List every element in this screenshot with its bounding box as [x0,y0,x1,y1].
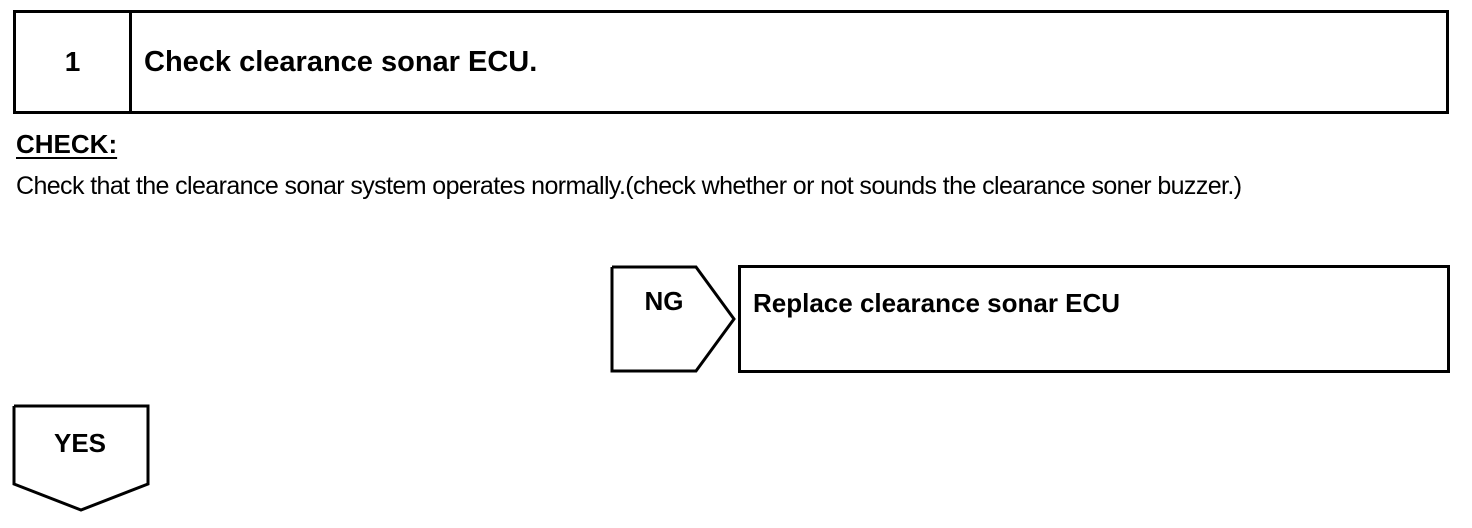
step-number: 1 [16,13,132,111]
ng-result-box: Replace clearance sonar ECU [738,265,1450,373]
check-instructions: Check that the clearance sonar system op… [16,172,1242,200]
ng-label: NG [644,286,684,316]
ng-result-text: Replace clearance sonar ECU [753,288,1121,318]
step-title: Check clearance sonar ECU. [144,45,538,78]
check-label: CHECK: [16,129,118,159]
yes-arrow-icon [12,404,150,512]
ng-arrow-icon [610,265,736,373]
step-header: 1 Check clearance sonar ECU. [13,10,1449,114]
yes-label: YES [53,428,107,458]
